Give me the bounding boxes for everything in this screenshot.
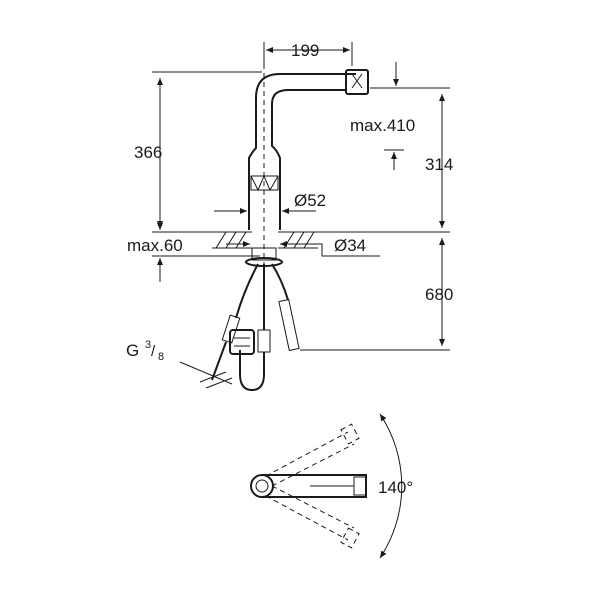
spout-height-label: 314 <box>425 155 453 174</box>
body-diameter-label: Ø52 <box>294 191 326 210</box>
connection-denominator: 8 <box>158 351 164 363</box>
countertop-section <box>212 231 318 267</box>
connection-numerator: 3 <box>145 339 151 351</box>
dim-body-diameter: Ø52 <box>214 191 326 214</box>
spout-reach-label: 199 <box>291 41 319 60</box>
max-spout-height-label: max.410 <box>350 116 415 135</box>
hose-length-label: 680 <box>425 285 453 304</box>
connection-letter: G <box>126 341 139 360</box>
connection-slash: / <box>151 343 156 360</box>
spray-head <box>345 69 369 95</box>
supply-hoses <box>211 263 300 392</box>
max-deck-thickness-label: max.60 <box>127 236 183 255</box>
faucet-side-view <box>248 64 369 270</box>
dim-spout-reach: 199 <box>263 41 353 66</box>
hole-diameter-label: Ø34 <box>334 236 366 255</box>
dim-hose-length: 680 <box>300 238 453 351</box>
dim-spout-height: 314 <box>318 94 453 233</box>
total-height-label: 366 <box>134 143 162 162</box>
faucet-top-view: 140° <box>250 413 413 559</box>
dim-connection-thread: G 3 / 8 <box>126 339 233 389</box>
dim-max-spout-height: max.410 <box>350 62 450 170</box>
swivel-angle-label: 140° <box>378 478 413 497</box>
dim-hole-diameter: Ø34 <box>226 236 380 257</box>
hose-weight <box>229 329 255 355</box>
dim-total-height: 366 <box>134 71 262 233</box>
dim-max-deck-thickness: max.60 <box>127 212 260 282</box>
